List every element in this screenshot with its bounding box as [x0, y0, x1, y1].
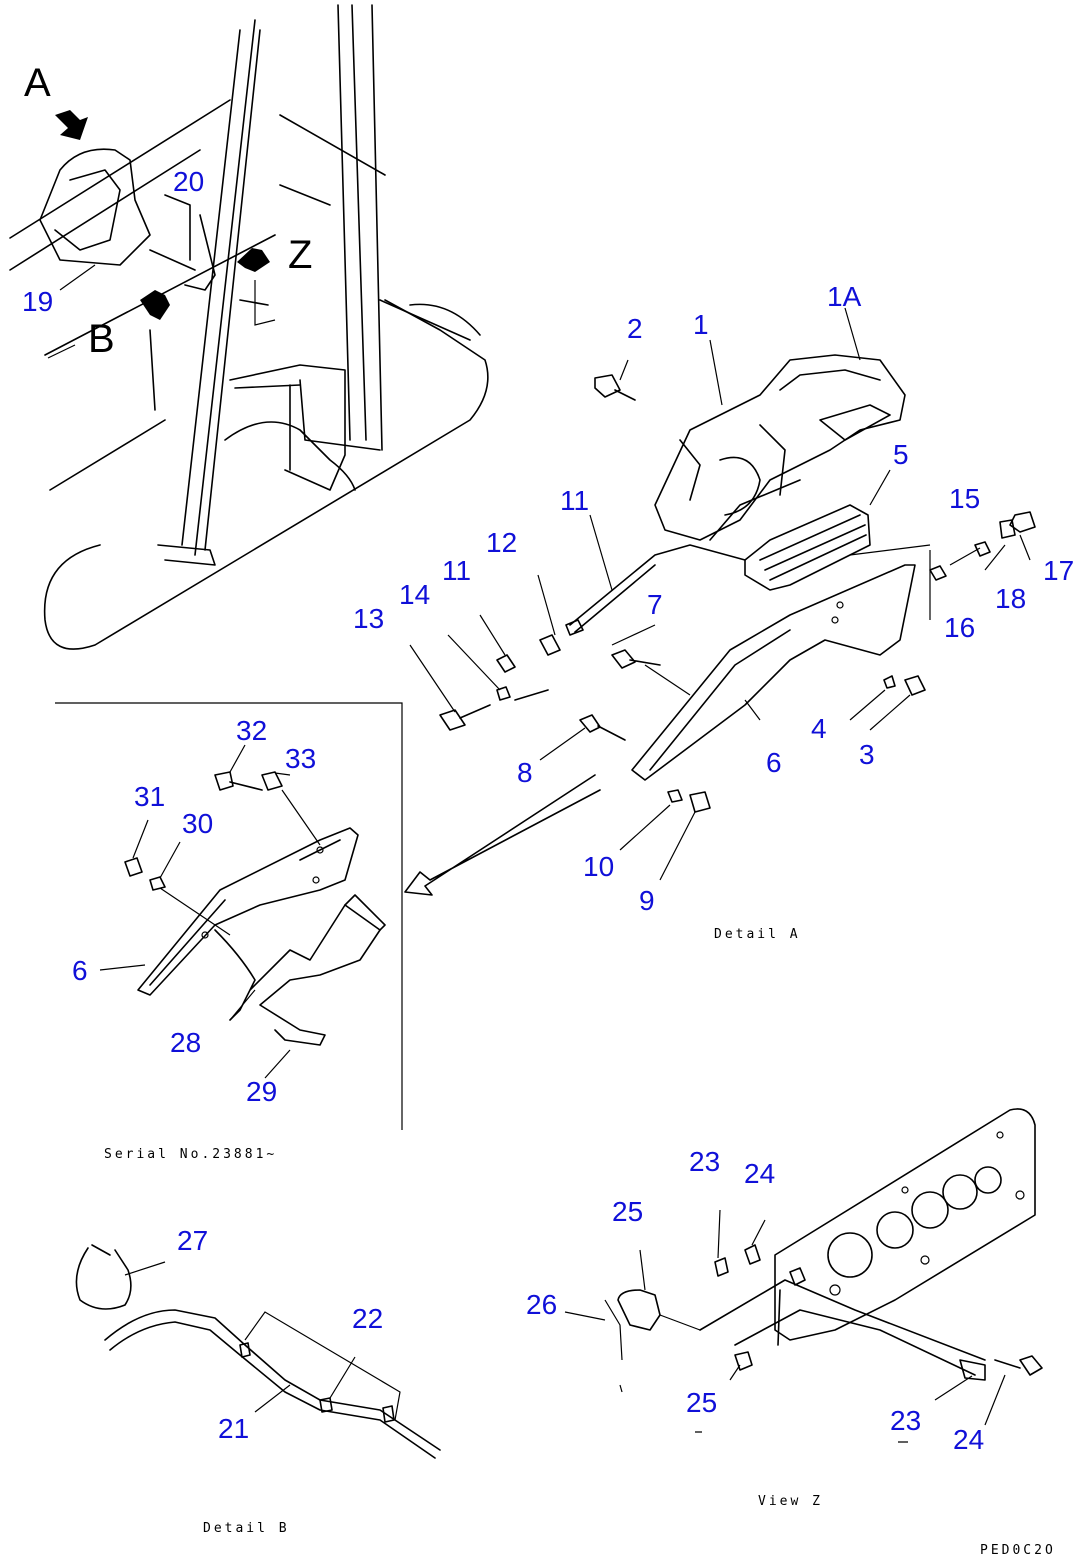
- part-label-21: 21: [218, 1413, 249, 1444]
- view-letter-b: B: [88, 317, 115, 361]
- part-label-25-top: 25: [612, 1196, 643, 1227]
- part-label-27: 27: [177, 1225, 208, 1256]
- part-label-30: 30: [182, 808, 213, 839]
- part-label-20: 20: [173, 166, 204, 197]
- part-label-9: 9: [639, 885, 655, 916]
- part-label-16: 16: [944, 612, 975, 643]
- part-label-33: 33: [285, 743, 316, 774]
- part-label-17: 17: [1043, 555, 1074, 586]
- view-z-drawing: [564, 1108, 1043, 1443]
- detail-b-drawing: [75, 1244, 441, 1459]
- part-label-11-lower: 11: [442, 555, 471, 586]
- part-label-8: 8: [517, 757, 533, 788]
- part-label-1: 1: [693, 309, 709, 340]
- part-label-12: 12: [486, 527, 517, 558]
- part-label-25-bottom: 25: [686, 1387, 717, 1418]
- part-label-19: 19: [22, 286, 53, 317]
- caption-serial: Serial No.23881~: [104, 1147, 277, 1162]
- part-label-24-bottom: 24: [953, 1424, 984, 1455]
- part-label-1a: 1A: [827, 281, 862, 312]
- part-label-24-top: 24: [744, 1158, 775, 1189]
- detail-a-drawing: [404, 307, 1036, 896]
- part-label-23-top: 23: [689, 1146, 720, 1177]
- part-label-23-bottom: 23: [890, 1405, 921, 1436]
- part-label-15: 15: [949, 483, 980, 514]
- part-label-22: 22: [352, 1303, 383, 1334]
- drawing-code: PED0C2O: [980, 1543, 1056, 1558]
- part-label-28: 28: [170, 1027, 201, 1058]
- part-label-31: 31: [134, 781, 165, 812]
- overview-drawing: [9, 4, 489, 650]
- part-label-6-inset: 6: [72, 955, 88, 986]
- part-label-5: 5: [893, 439, 909, 470]
- view-letter-a: A: [24, 61, 51, 105]
- part-label-10: 10: [583, 851, 614, 882]
- part-label-13: 13: [353, 603, 384, 634]
- part-label-32: 32: [236, 715, 267, 746]
- caption-detail-b: Detail B: [203, 1521, 290, 1536]
- part-label-11-upper: 11: [560, 485, 589, 516]
- part-label-3: 3: [859, 739, 875, 770]
- part-label-14: 14: [399, 579, 430, 610]
- part-label-18: 18: [995, 583, 1026, 614]
- part-label-26: 26: [526, 1289, 557, 1320]
- part-label-4: 4: [811, 713, 827, 744]
- part-label-7: 7: [647, 589, 663, 620]
- caption-view-z: View Z: [758, 1494, 823, 1509]
- serial-inset-drawing: [55, 702, 403, 1130]
- part-label-2: 2: [627, 313, 643, 344]
- view-letter-z: Z: [288, 233, 312, 277]
- part-label-6: 6: [766, 747, 782, 778]
- part-label-29: 29: [246, 1076, 277, 1107]
- caption-detail-a: Detail A: [714, 927, 801, 942]
